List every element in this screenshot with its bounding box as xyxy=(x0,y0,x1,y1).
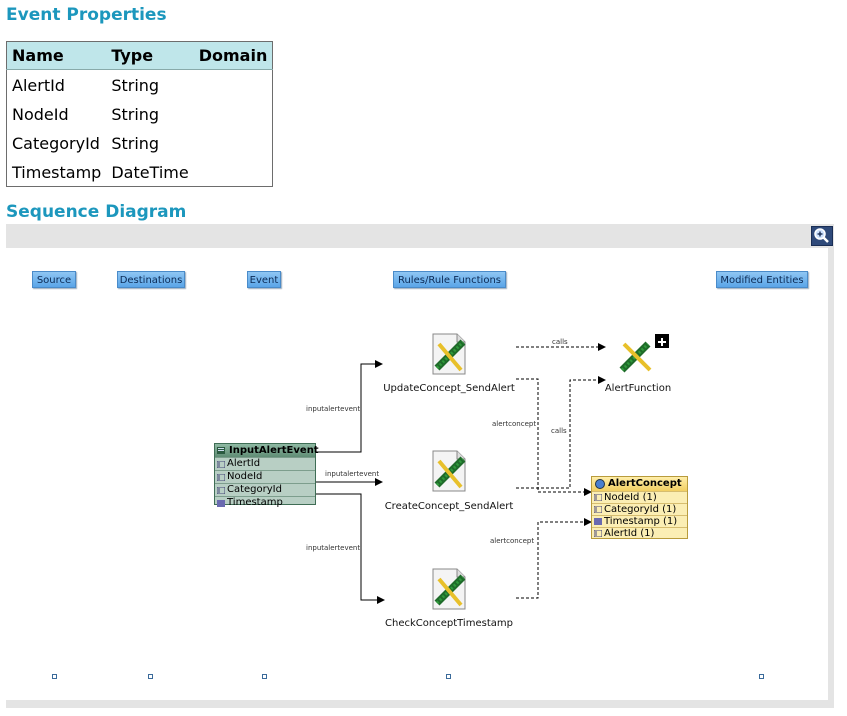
datetime-field-icon xyxy=(594,518,602,525)
event-node[interactable]: InputAlertEvent AlertId NodeId CategoryI… xyxy=(214,443,319,508)
event-properties-heading: Event Properties xyxy=(6,5,167,25)
event-node-header: InputAlertEvent xyxy=(215,444,319,457)
event-field-row: NodeId xyxy=(215,470,315,483)
string-field-icon xyxy=(217,474,225,481)
event-field-label: CategoryId xyxy=(227,484,282,495)
lane-marker xyxy=(759,674,764,679)
rule-function-icon[interactable] xyxy=(618,336,656,374)
table-row: AlertId String xyxy=(7,70,273,100)
event-node-title: InputAlertEvent xyxy=(229,445,319,456)
edge-label-calls-1: calls xyxy=(552,338,568,346)
edge-event-to-check xyxy=(316,493,385,604)
function-label[interactable]: AlertFunction xyxy=(604,383,672,394)
property-name: NodeId xyxy=(12,104,69,124)
lane-source-button[interactable]: Source xyxy=(32,271,76,288)
lane-marker xyxy=(262,674,267,679)
property-name: AlertId xyxy=(12,75,65,95)
concept-node-header: AlertConcept xyxy=(592,477,687,491)
concept-field-row: CategoryId (1) xyxy=(592,503,687,515)
concept-field-label: AlertId (1) xyxy=(604,528,655,539)
event-field-label: Timestamp xyxy=(227,497,283,508)
rule-create-icon[interactable] xyxy=(427,449,471,493)
string-field-icon xyxy=(594,494,602,501)
lane-rules-button[interactable]: Rules/Rule Functions xyxy=(393,271,506,288)
table-row: CategoryId String xyxy=(7,128,273,157)
sequence-diagram-heading: Sequence Diagram xyxy=(6,202,187,222)
column-header-name: Name xyxy=(6,41,107,70)
event-field-row: CategoryId xyxy=(215,483,315,496)
event-field-label: AlertId xyxy=(227,458,261,469)
zoom-in-icon xyxy=(814,228,829,243)
property-type: String xyxy=(111,133,160,153)
event-field-row: AlertId xyxy=(215,457,315,470)
edge-event-to-update xyxy=(316,360,383,453)
string-field-icon xyxy=(217,487,225,494)
edge-label-concept-2: alertconcept xyxy=(490,537,534,545)
event-field-row: Timestamp xyxy=(215,496,315,509)
property-type: String xyxy=(111,104,160,124)
concept-field-row: NodeId (1) xyxy=(592,491,687,503)
lane-event-button[interactable]: Event xyxy=(247,271,281,288)
property-type: DateTime xyxy=(111,162,189,182)
rule-check-label[interactable]: CheckConceptTimestamp xyxy=(385,618,513,629)
property-name: Timestamp xyxy=(12,162,102,182)
concept-field-label: NodeId (1) xyxy=(604,492,657,503)
lane-marker xyxy=(148,674,153,679)
table-row: NodeId String xyxy=(7,99,273,128)
rule-update-icon[interactable] xyxy=(427,332,471,376)
edge-label-input-2: inputalertevent xyxy=(325,470,379,478)
concept-node-title: AlertConcept xyxy=(608,478,682,489)
concept-icon xyxy=(595,479,605,489)
zoom-in-button[interactable] xyxy=(811,226,833,246)
table-header-row: Name Type Domain xyxy=(6,41,273,70)
property-type: String xyxy=(111,75,160,95)
string-field-icon xyxy=(594,530,602,537)
sequence-diagram-canvas[interactable] xyxy=(6,248,828,700)
edge-label-input-3: inputalertevent xyxy=(306,544,360,552)
rule-check-icon[interactable] xyxy=(427,567,471,611)
lane-destinations-button[interactable]: Destinations xyxy=(117,271,185,288)
concept-node[interactable]: AlertConcept NodeId (1) CategoryId (1) T… xyxy=(591,476,688,539)
concept-field-row: Timestamp (1) xyxy=(592,515,687,527)
datetime-field-icon xyxy=(217,500,225,507)
string-field-icon xyxy=(594,506,602,513)
table-row: Timestamp DateTime xyxy=(7,157,273,187)
column-header-type: Type xyxy=(106,41,194,70)
event-properties-table: Name Type Domain AlertId String NodeId S… xyxy=(6,41,274,187)
lane-marker xyxy=(52,674,57,679)
edge-label-calls-2: calls xyxy=(551,427,567,435)
rule-update-label[interactable]: UpdateConcept_SendAlert xyxy=(383,383,515,394)
column-header-domain: Domain xyxy=(193,41,273,70)
expand-plus-icon[interactable] xyxy=(655,334,669,348)
edge-create-calls-function xyxy=(516,376,606,489)
rule-create-label[interactable]: CreateConcept_SendAlert xyxy=(384,501,514,512)
concept-field-label: CategoryId (1) xyxy=(604,504,677,515)
event-icon xyxy=(217,447,225,454)
edge-check-to-concept xyxy=(516,518,592,599)
lane-modified-entities-button[interactable]: Modified Entities xyxy=(716,271,808,288)
edge-update-to-concept xyxy=(516,378,592,496)
string-field-icon xyxy=(217,461,225,468)
lane-marker xyxy=(446,674,451,679)
concept-field-label: Timestamp (1) xyxy=(604,516,678,527)
event-field-label: NodeId xyxy=(227,471,263,482)
edge-label-input-1: inputalertevent xyxy=(306,405,360,413)
edge-label-concept-1: alertconcept xyxy=(492,420,536,428)
property-name: CategoryId xyxy=(12,133,100,153)
concept-field-row: AlertId (1) xyxy=(592,527,687,539)
